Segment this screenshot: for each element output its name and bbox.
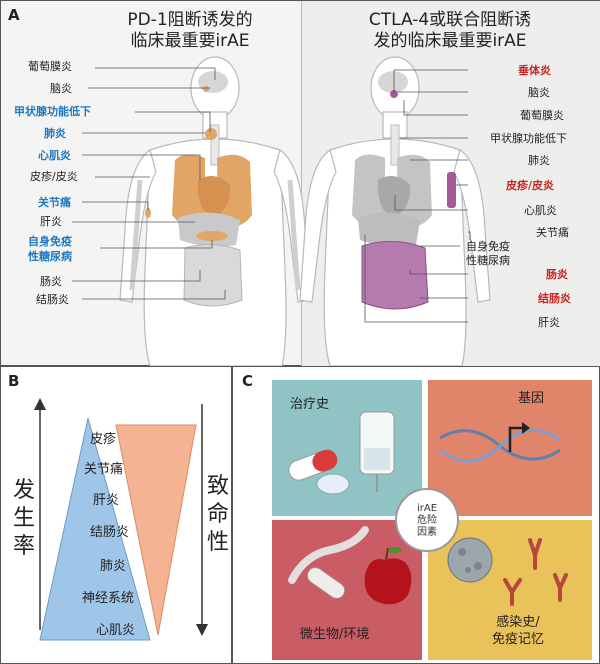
left-label-pneumonitis: 肺炎 [44,127,66,140]
risk-factors-center: irAE 危险 因素 [395,488,459,552]
right-label-rash: 皮疹/皮炎 [506,179,555,192]
left-title-line2: 临床最重要irAE [130,31,250,51]
right-skin-organ [447,172,456,208]
item-hepatitis: 肝炎 [93,493,120,508]
item-myocarditis: 心肌炎 [96,623,136,638]
left-lung-left [172,154,205,228]
infection-label-line2: 免疫记忆 [491,632,544,647]
right-label-colitis: 结肠炎 [538,292,571,305]
left-joint-organ [145,208,151,218]
left-label-hepatitis: 肝炎 [40,215,62,228]
right-label-arthralgia: 关节痛 [536,226,569,239]
left-heart [197,176,231,218]
infection-label: 感染史/ 免疫记忆 [478,614,558,648]
right-title-line1: CTLA-4或联合阻断诱 [368,10,532,30]
item-colitis: 结肠炎 [90,525,130,540]
right-trachea [390,124,400,166]
center-line2: 危险 [417,515,437,526]
mortality-char-1: 致 [206,474,229,499]
left-label-uveitis: 葡萄膜炎 [28,60,72,73]
left-lung-right [217,154,252,228]
leader-lines [72,67,471,323]
item-neuro: 神经系统 [82,591,135,606]
left-skeleton [129,179,301,291]
genes-label: 基因 [518,391,545,406]
incidence-char-2: 生 [12,506,35,531]
panel-a-left-title: PD-1阻断诱发的 临床最重要irAE [80,10,300,52]
right-label-hypophysitis: 垂体炎 [518,64,551,77]
left-label-enteritis: 肠炎 [40,275,62,288]
incidence-char-3: 率 [12,534,35,559]
right-label-encephalitis: 脑炎 [528,86,550,99]
right-label-hypothyroidism: 甲状腺功能低下 [490,132,567,145]
right-label-enteritis: 肠炎 [546,268,568,281]
left-pancreas [196,231,228,241]
right-label-hepatitis: 肝炎 [538,316,560,329]
left-brain [198,71,228,93]
panel-a-letter: A [8,6,20,24]
left-title-line1: PD-1阻断诱发的 [127,10,253,30]
left-label-colitis: 结肠炎 [36,293,69,306]
center-line1: irAE [416,503,438,514]
quadrant-genes [428,380,592,516]
left-eye-organ [203,86,209,92]
left-liver [178,212,240,247]
right-label-diabetes-line2: 性糖尿病 [466,254,510,267]
right-brain [378,71,408,93]
right-lung-left [352,154,385,228]
incidence-char-1: 发 [12,478,35,503]
right-label-diabetes-line1: 自身免疫 [466,240,510,253]
right-label-pneumonitis: 肺炎 [528,154,550,167]
left-label-hypothyroidism: 甲状腺功能低下 [14,105,91,118]
left-label-diabetes-line1: 自身免疫 [28,235,72,248]
left-label-rash: 皮疹/皮炎 [30,170,78,183]
left-intestines [183,244,243,307]
treatment-history-label: 治疗史 [290,397,330,412]
left-label-myocarditis: 心肌炎 [38,149,71,162]
right-intestines [361,240,429,310]
right-liver [358,212,420,247]
panel-b-letter: B [8,372,20,390]
mortality-char-2: 命 [206,502,229,527]
center-line3: 因素 [417,527,437,538]
item-pneumonitis: 肺炎 [100,559,127,574]
panel-a-right-title: CTLA-4或联合阻断诱 发的临床最重要irAE [335,10,565,52]
left-label-diabetes-line2: 性糖尿病 [28,250,72,263]
left-trachea [210,124,220,166]
right-title-line2: 发的临床最重要irAE [373,31,527,51]
right-label-myocarditis: 心肌炎 [524,204,557,217]
right-lung-right [397,154,432,228]
item-arthralgia: 关节痛 [84,462,124,477]
left-label-encephalitis: 脑炎 [50,82,72,95]
panel-a-figures [72,56,491,366]
microbiome-label: 微生物/环境 [300,627,370,642]
mortality-char-3: 性 [206,530,229,555]
infection-label-line1: 感染史/ [496,615,540,630]
left-label-arthralgia: 关节痛 [38,196,71,209]
left-thyroid [205,128,217,140]
item-rash: 皮疹 [90,432,117,447]
right-heart [377,176,411,218]
panel-c-letter: C [242,372,254,390]
right-label-uveitis: 葡萄膜炎 [520,109,564,122]
